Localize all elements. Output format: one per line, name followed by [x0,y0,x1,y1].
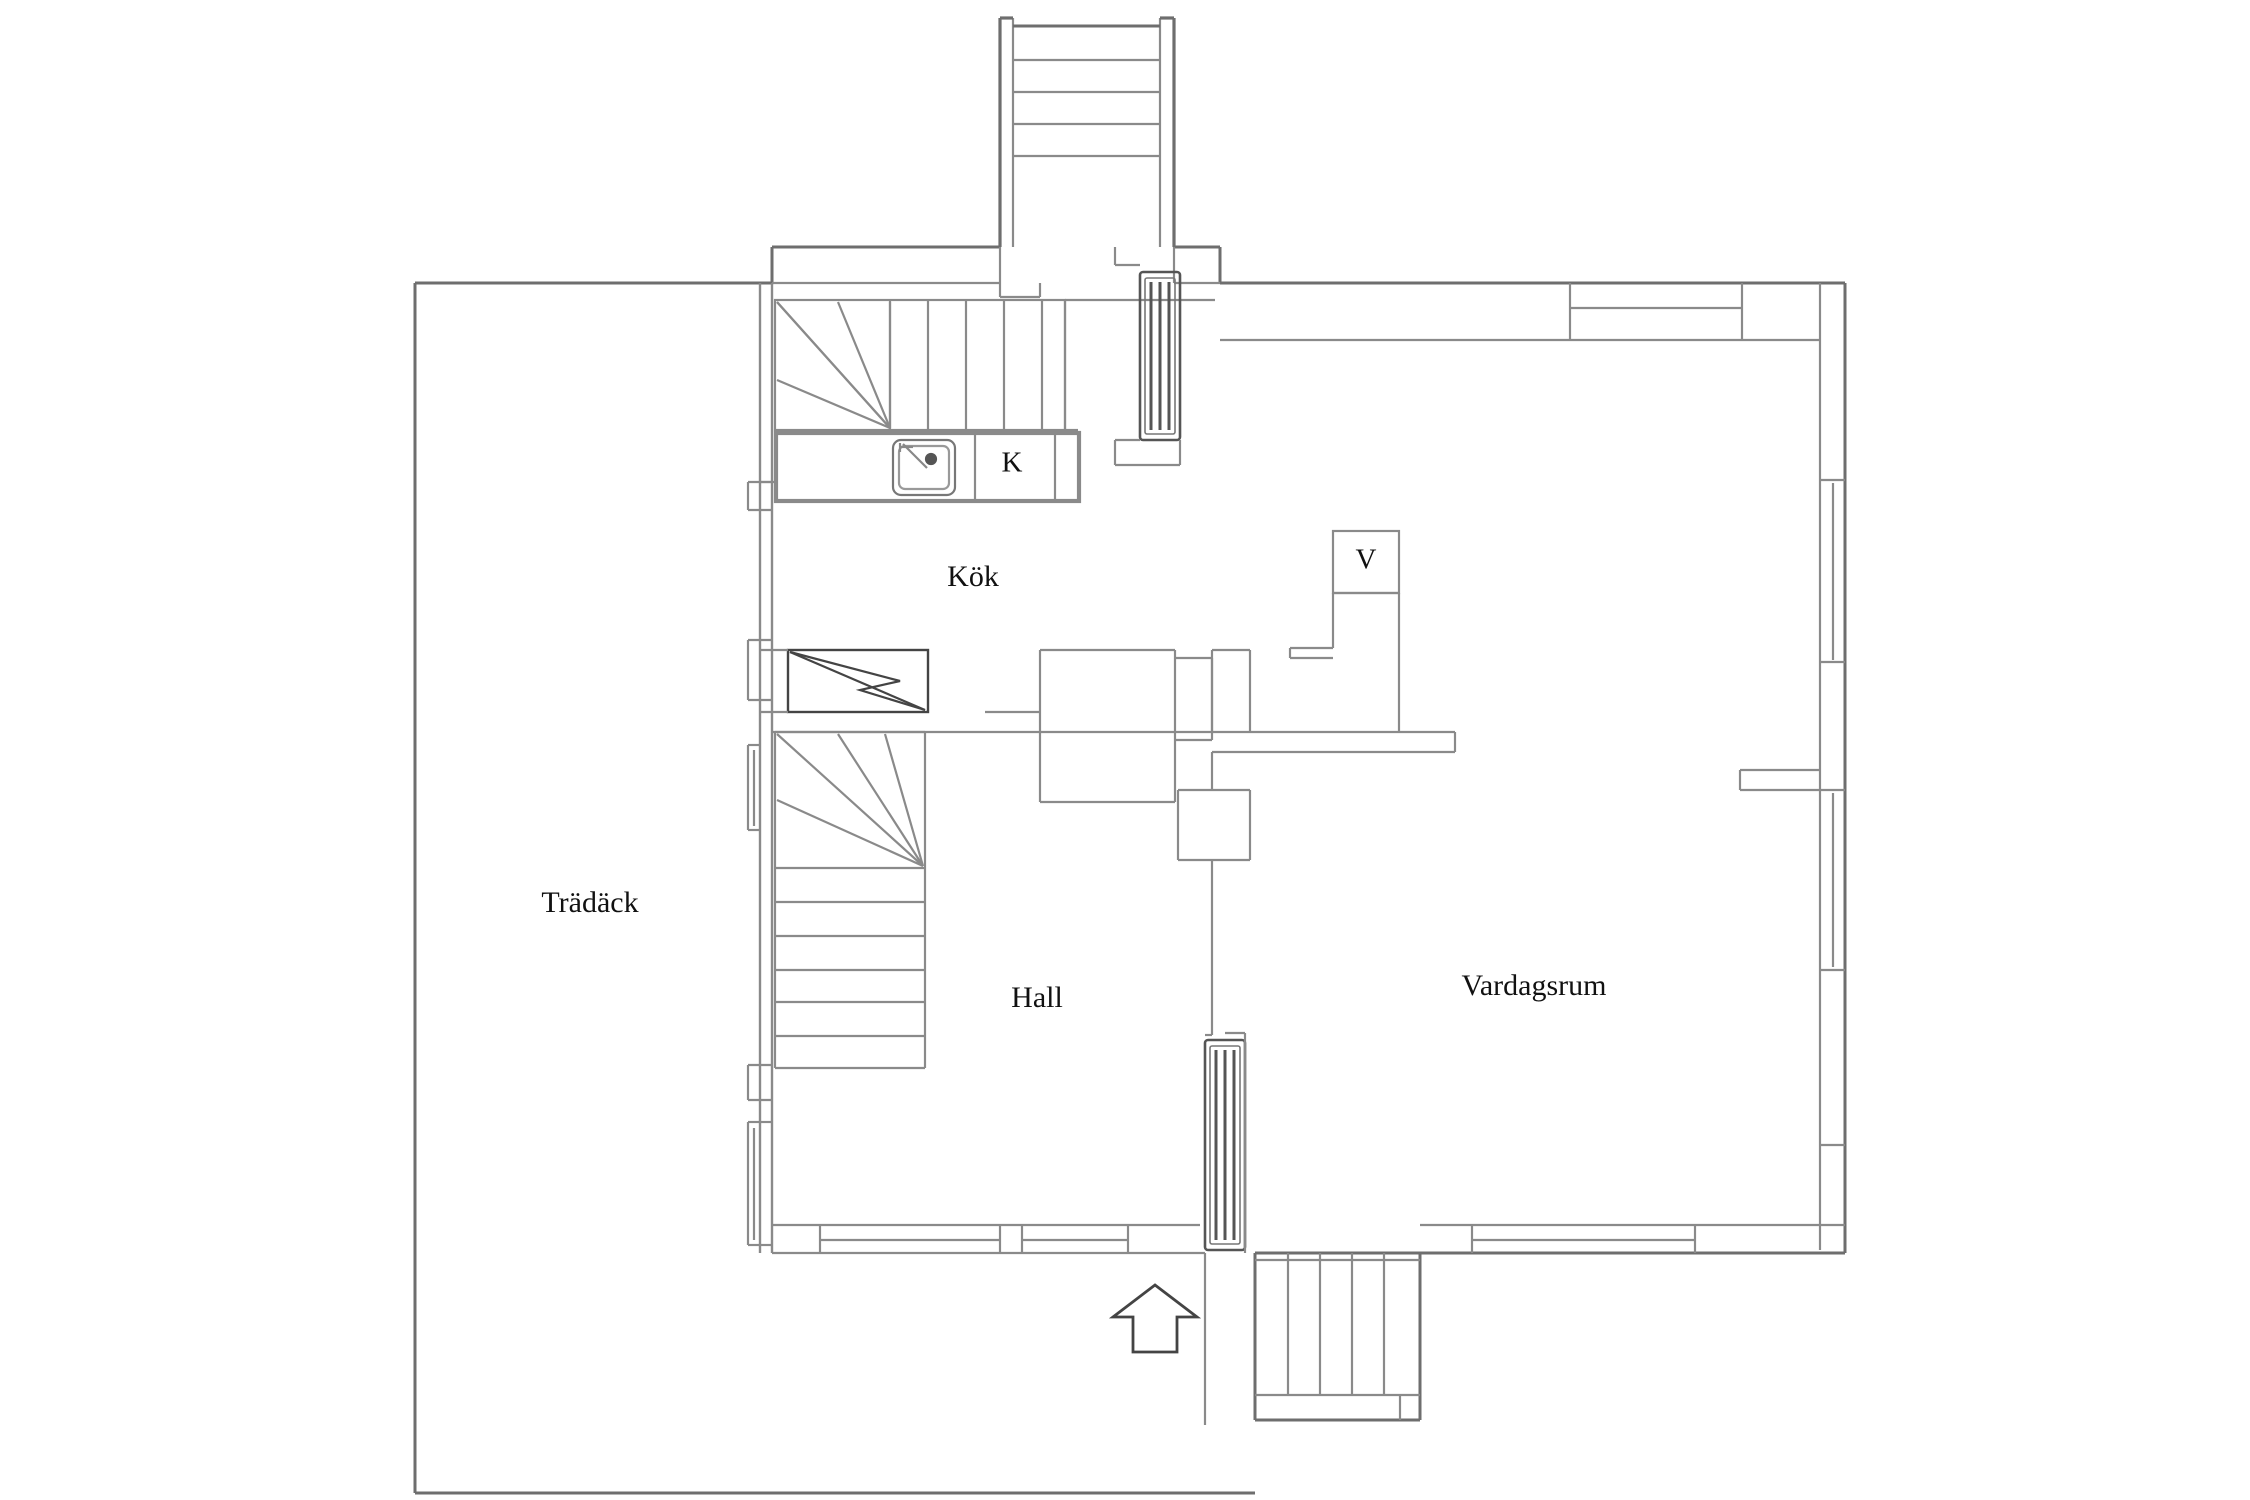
radiator-icon [1138,270,1182,442]
appliance-label-refrigerator: K [1001,446,1023,479]
exterior-stair-top [998,16,1176,247]
entrance-arrow-icon [1108,1283,1202,1354]
window-left-hall-a [746,1120,772,1247]
appliance-label-laundry: V [1355,543,1377,576]
room-label-tradack: Trädäck [541,886,639,919]
hall-living-wall [1205,900,1214,1037]
room-label-kok: Kök [947,560,999,593]
room-label-hall: Hall [1011,981,1063,1014]
top-wall-notch [998,283,1042,299]
radiator-mount-upper [1113,247,1182,467]
window-bottom-hall-b [1020,1223,1130,1253]
building-outline [413,245,1847,1495]
winder-stair-hall [772,730,985,1070]
sink-icon [891,438,957,497]
winder-stair-kitchen [773,298,1215,432]
window-right-upper [1818,480,1835,662]
top-wall-inner [770,247,1220,285]
right-wall-door-niche [1738,768,1820,792]
left-exterior-wall [758,283,774,1253]
radiator-mount-lower [1203,1031,1247,1425]
double-door-symbol [760,648,930,714]
window-top-right [1568,283,1744,342]
interior-partitions [985,648,1457,900]
window-bottom-living [1470,1223,1697,1253]
window-right-lower [1818,790,1835,970]
room-label-vardagsrum: Vardagsrum [1461,969,1607,1002]
kitchen-counter [760,430,1082,504]
kitchen-living-divider [1210,648,1252,732]
top-wall-inner-right [1220,283,1822,342]
right-wall-inner [1818,340,1845,1250]
left-wall-opening-kitchen [746,638,772,702]
radiator-icon [1203,1038,1247,1252]
left-wall-opening-mid [746,1063,772,1102]
window-bottom-hall-a [818,1223,1002,1253]
window-left-hall-b [746,743,760,832]
laundry-closet [1288,529,1401,732]
exterior-stair-bottom [1255,1253,1420,1420]
